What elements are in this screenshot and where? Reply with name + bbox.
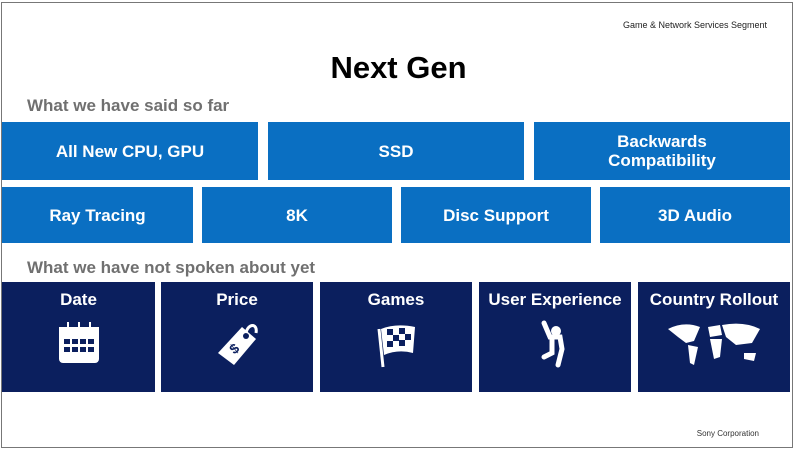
feature-8k: 8K: [202, 187, 392, 243]
feature-backwards-compat: Backwards Compatibility: [534, 122, 790, 180]
feature-cpu-gpu: All New CPU, GPU: [2, 122, 258, 180]
topic-label: User Experience: [488, 290, 622, 309]
topic-label: Price: [216, 290, 258, 309]
topic-date: Date: [2, 282, 155, 392]
topic-label: Country Rollout: [649, 290, 779, 309]
feature-disc-support: Disc Support: [401, 187, 591, 243]
said-heading: What we have said so far: [27, 96, 230, 115]
price-tag-icon: $: [218, 324, 258, 365]
topic-games: Games: [320, 282, 472, 392]
jumping-person-icon: [541, 320, 565, 368]
slide-title: Next Gen: [330, 50, 467, 85]
topic-user-experience: User Experience: [479, 282, 631, 392]
feature-ssd: SSD: [268, 122, 524, 180]
checkered-flag-icon: [377, 325, 415, 368]
topic-price: Price $: [161, 282, 313, 392]
segment-label: Game & Network Services Segment: [622, 20, 767, 30]
topic-label: Games: [367, 290, 425, 309]
company-footer: Sony Corporation: [696, 429, 759, 438]
not-said-heading: What we have not spoken about yet: [27, 258, 316, 277]
feature-ray-tracing: Ray Tracing: [2, 187, 193, 243]
calendar-icon: [58, 322, 99, 363]
feature-3d-audio: 3D Audio: [600, 187, 790, 243]
topic-label: Date: [60, 290, 97, 309]
world-map-icon: [668, 323, 760, 365]
topic-country-rollout: Country Rollout: [638, 282, 790, 392]
